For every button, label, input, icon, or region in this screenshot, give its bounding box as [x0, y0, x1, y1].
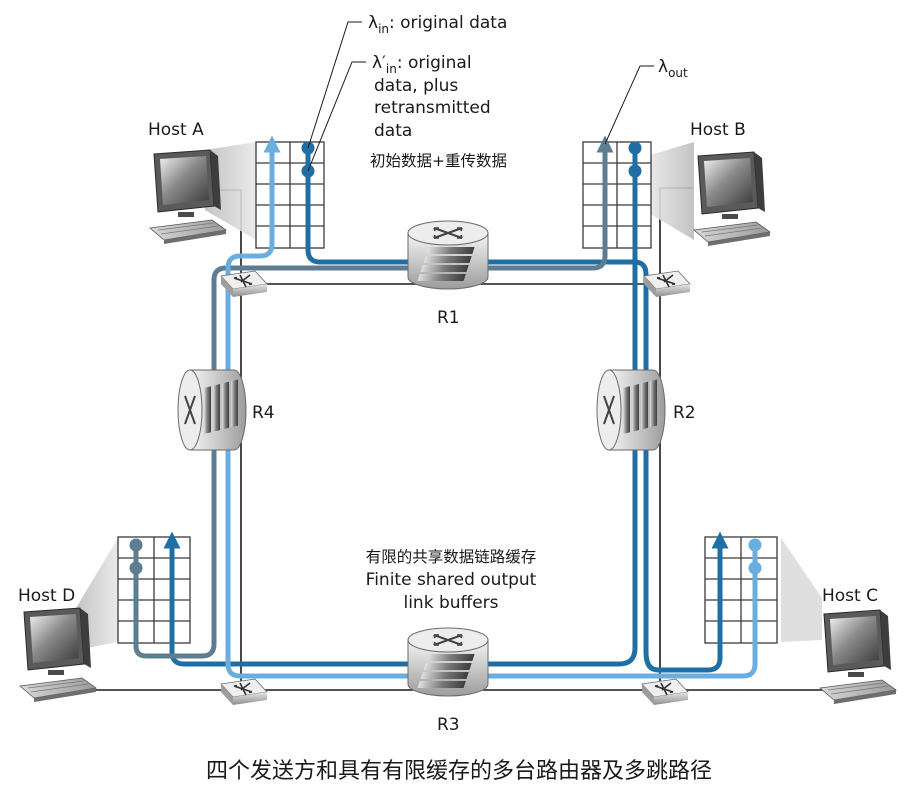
- host-c-beam: [781, 538, 822, 642]
- host-b-label: Host B: [690, 120, 746, 140]
- buffers-chinese: 有限的共享数据链路缓存: [366, 548, 537, 566]
- lambda-in-prime-line2: data, plus: [374, 76, 458, 96]
- router-r4-icon: [177, 369, 247, 451]
- switch-bottom-right-icon: [641, 678, 689, 706]
- router-r1-icon: [407, 220, 489, 290]
- switch-top-right-icon: [643, 270, 691, 298]
- lambda-in-prime-line4: data: [374, 121, 412, 141]
- annotation-leaders: [307, 21, 654, 172]
- host-c-queue-table: [704, 536, 778, 644]
- lambda-out-label: λout: [658, 57, 688, 80]
- host-a-label: Host A: [148, 120, 204, 140]
- host-b-computer-icon: [693, 151, 771, 247]
- host-b-queue-table: [582, 141, 652, 249]
- lambda-in-prime-line3: retransmitted: [374, 98, 491, 118]
- buffers-line1: Finite shared output: [366, 570, 537, 590]
- router-r2-label: R2: [673, 403, 696, 423]
- router-r3-label: R3: [437, 715, 460, 735]
- host-c-computer-icon: [819, 609, 897, 705]
- host-d-queue-table: [117, 536, 191, 644]
- host-d-label: Host D: [18, 586, 75, 606]
- flow-a-to-c: [305, 147, 729, 673]
- host-d-computer-icon: [19, 607, 97, 703]
- router-r1-label: R1: [437, 308, 460, 328]
- router-r2-icon: [596, 369, 666, 451]
- lambda-in-label: λin: original data: [368, 13, 507, 36]
- host-c-label: Host C: [822, 586, 878, 606]
- flow-c-to-a: [225, 135, 758, 679]
- switch-bottom-left-icon: [220, 678, 268, 706]
- flow-d-to-b: [133, 135, 614, 659]
- router-r3-icon: [407, 627, 489, 697]
- host-b-beam: [647, 142, 694, 240]
- buffers-line2: link buffers: [403, 593, 498, 613]
- router-r4-label: R4: [252, 403, 275, 423]
- figure-caption: 四个发送方和具有有限缓存的多台路由器及多跳路径: [206, 759, 712, 784]
- lambda-in-prime-chinese: 初始数据+重传数据: [370, 152, 507, 170]
- host-a-computer-icon: [149, 149, 227, 245]
- lambda-in-prime-label: λ′in: original: [372, 53, 472, 76]
